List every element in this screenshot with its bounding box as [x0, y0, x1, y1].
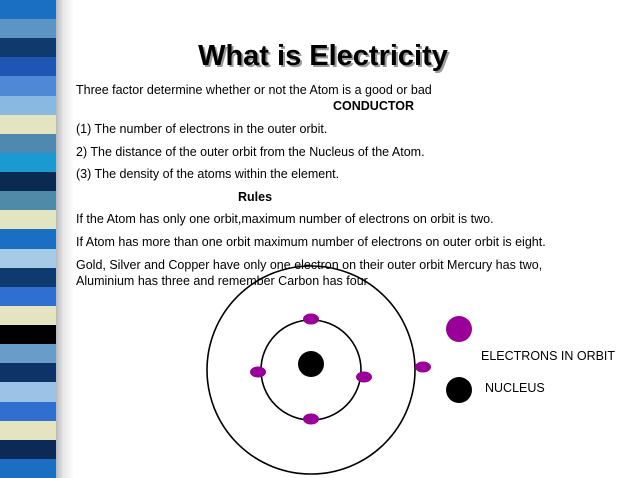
stripe-square: [0, 420, 56, 441]
conductor-label: CONDUCTOR: [333, 99, 415, 113]
stripe-square: [0, 210, 56, 230]
stripe-square: [0, 0, 56, 20]
point-3: (3) The density of the atoms within the …: [76, 167, 340, 181]
stripe-square: [0, 19, 56, 39]
electron: [415, 361, 431, 373]
stripe-shadow-edge: [56, 0, 74, 478]
electron: [356, 371, 372, 383]
electron: [303, 413, 319, 425]
stripe-square: [0, 114, 56, 135]
stripe-square: [0, 133, 56, 154]
stripe-square: [0, 152, 56, 173]
stripe-square: [0, 458, 56, 478]
electron: [250, 366, 266, 378]
stripe-square: [0, 172, 56, 192]
point-2: 2) The distance of the outer orbit from …: [76, 145, 425, 159]
stripe-square: [0, 401, 56, 422]
slide-title: What is Electricity: [198, 40, 448, 72]
nucleus: [298, 351, 324, 377]
legend-electron-swatch: [446, 316, 472, 342]
stripe-square: [0, 382, 56, 402]
stripe-square: [0, 325, 56, 345]
stripe-square: [0, 363, 56, 383]
stripe-square: [0, 439, 56, 460]
stripe-square: [0, 248, 56, 269]
stripe-square: [0, 305, 56, 326]
outer-orbit: [206, 265, 416, 475]
legend-electrons-label: ELECTRONS IN ORBIT: [481, 349, 616, 363]
stripe-square: [0, 95, 56, 116]
intro-line: Three factor determine whether or not th…: [76, 83, 432, 97]
stripe-square: [0, 267, 56, 288]
stripe-square: [0, 76, 56, 97]
stripe-square: [0, 229, 56, 250]
stripe-square: [0, 38, 56, 58]
stripe-square: [0, 191, 56, 211]
rule-3: Gold, Silver and Copper have only one el…: [76, 258, 543, 272]
point-1: (1) The number of electrons in the outer…: [76, 122, 328, 136]
rule-2: If Atom has more than one orbit maximum …: [76, 235, 546, 249]
rule-4: Aluminium has three and remember Carbon …: [76, 274, 368, 288]
stripe-square: [0, 57, 56, 77]
stripe-square: [0, 344, 56, 364]
rule-1: If the Atom has only one orbit,maximum n…: [76, 212, 494, 226]
rules-heading: Rules: [238, 190, 273, 204]
stripe-square: [0, 286, 56, 307]
legend-nucleus-label: NUCLEUS: [485, 381, 545, 395]
decorative-stripe-bar: [0, 0, 56, 478]
legend-nucleus-swatch: [446, 377, 472, 403]
electron: [303, 313, 319, 325]
